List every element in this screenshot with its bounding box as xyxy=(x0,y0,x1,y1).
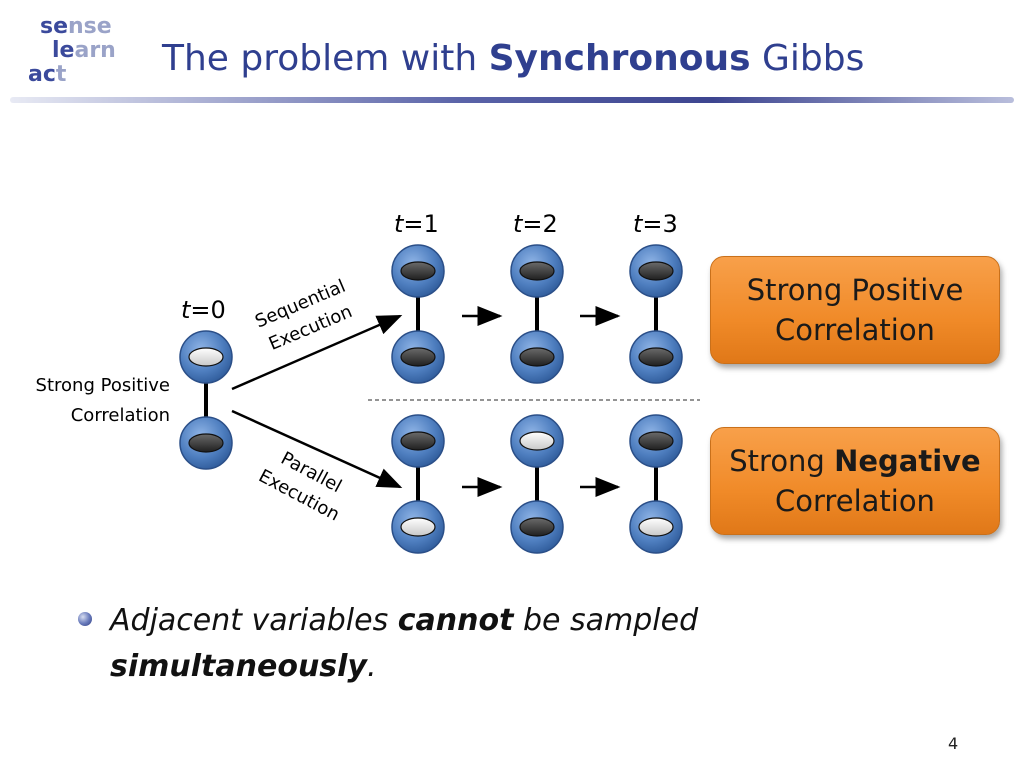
time-label-t3: t=3 xyxy=(633,210,678,238)
box-negative-line1: Strong Negative xyxy=(729,441,980,481)
dark-state-disc xyxy=(519,517,555,537)
white-state-disc xyxy=(519,431,555,451)
graph-nodes xyxy=(179,244,683,554)
white-state-disc xyxy=(638,517,674,537)
dark-state-disc xyxy=(519,261,555,281)
white-state-disc xyxy=(400,517,436,537)
title-suffix: Gibbs xyxy=(750,38,865,79)
dark-state-disc xyxy=(519,347,555,367)
sense-learn-act-logo: sense learn act xyxy=(22,14,132,92)
time-label-t1: t=1 xyxy=(394,210,439,238)
dark-state-disc xyxy=(400,347,436,367)
slide-title: The problem with Synchronous Gibbs xyxy=(162,38,864,79)
logo-text: nse xyxy=(68,14,112,39)
title-prefix: The problem with xyxy=(162,38,489,79)
parallel-arrow xyxy=(231,409,403,489)
logo-text: le xyxy=(52,38,75,63)
title-underline xyxy=(10,97,1014,103)
title-bold: Synchronous xyxy=(488,38,751,79)
sequential-node-top-t2 xyxy=(510,244,564,298)
initial-node-bottom xyxy=(179,416,233,470)
parallel-node-top-t1 xyxy=(391,414,445,468)
page-number: 4 xyxy=(948,734,959,753)
logo-text: t xyxy=(55,62,67,87)
left-label-line2: Correlation xyxy=(71,405,170,426)
initial-node-top xyxy=(179,330,233,384)
time-label-t0: t=0 xyxy=(181,296,226,324)
sequential-node-bottom-t2 xyxy=(510,330,564,384)
time-label-t2: t=2 xyxy=(513,210,558,238)
left-label-line1: Strong Positive xyxy=(36,375,170,396)
bullet-icon xyxy=(78,612,92,626)
sequential-node-bottom-t1 xyxy=(391,330,445,384)
box-negative-bold: Negative xyxy=(834,444,981,478)
bullet-text: Adjacent variables cannot be sampled sim… xyxy=(110,603,699,684)
dark-state-disc xyxy=(638,261,674,281)
box-positive-line1: Strong Positive xyxy=(746,273,964,307)
logo-text: se xyxy=(40,14,69,39)
parallel-node-bottom-t2 xyxy=(510,500,564,554)
sequential-node-bottom-t3 xyxy=(629,330,683,384)
white-state-disc xyxy=(188,347,224,367)
strong-positive-box: Strong Positive Correlation xyxy=(710,256,1000,364)
dark-state-disc xyxy=(400,261,436,281)
sequential-node-top-t3 xyxy=(629,244,683,298)
box-negative-prefix: Strong xyxy=(729,444,835,478)
logo-text: ac xyxy=(28,62,56,87)
dark-state-disc xyxy=(188,433,224,453)
sequential-label: Sequential Execution xyxy=(252,276,355,355)
parallel-node-bottom-t3 xyxy=(629,500,683,554)
sequential-arrow xyxy=(231,314,403,391)
parallel-node-bottom-t1 xyxy=(391,500,445,554)
dark-state-disc xyxy=(638,347,674,367)
dark-state-disc xyxy=(638,431,674,451)
sequential-node-top-t1 xyxy=(391,244,445,298)
parallel-node-top-t2 xyxy=(510,414,564,468)
logo-text: arn xyxy=(74,38,116,63)
strong-negative-box: Strong Negative Correlation xyxy=(710,427,1000,535)
box-positive-line2: Correlation xyxy=(775,313,935,347)
dark-state-disc xyxy=(400,431,436,451)
parallel-label: Parallel Execution xyxy=(255,448,345,526)
parallel-node-top-t3 xyxy=(629,414,683,468)
box-negative-line2: Correlation xyxy=(775,484,935,518)
